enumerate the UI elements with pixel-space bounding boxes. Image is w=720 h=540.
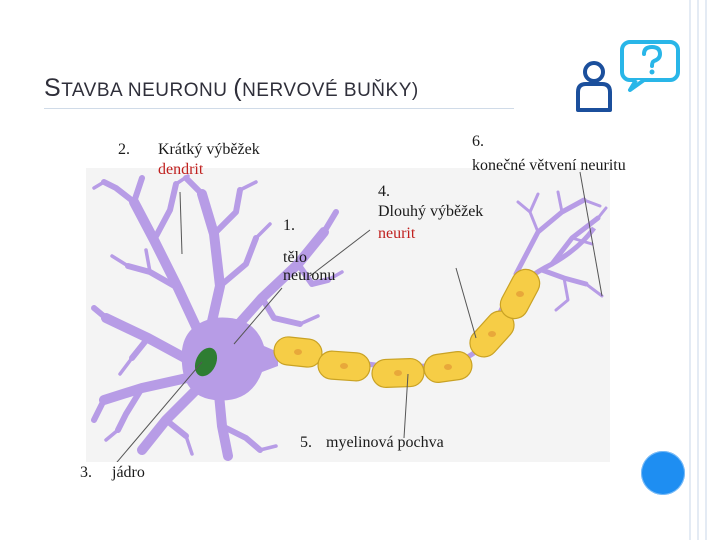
label-axon-title: Dlouhý výběžek	[378, 203, 484, 220]
label-number-6: 6.	[472, 133, 484, 150]
label-number-4: 4.	[378, 183, 390, 200]
title-underline	[44, 108, 514, 109]
neuron-diagram	[86, 168, 610, 462]
nucleus	[194, 347, 218, 377]
label-number-5: 5.	[300, 434, 312, 451]
label-axon-name: neurit	[378, 225, 416, 242]
title-cap-1: S	[44, 74, 62, 102]
leader-lines	[116, 171, 603, 462]
label-dendrite-name: dendrit	[158, 161, 204, 178]
title-cap-2: (	[233, 74, 243, 102]
label-number-1: 1.	[283, 217, 295, 234]
label-nucleus: jádro	[112, 464, 145, 481]
person-question-icon	[576, 40, 680, 112]
label-body-line2: neuronu	[283, 267, 336, 284]
label-myelin: myelinová pochva	[326, 434, 444, 451]
slide-frame-lines	[689, 0, 707, 540]
label-dendrite-title: Krátký výběžek	[158, 141, 260, 158]
title-part-2: NERVOVÉ BUŇKY)	[242, 80, 419, 101]
cell-body	[181, 317, 278, 401]
label-number-3: 3.	[80, 464, 92, 481]
label-terminal: konečné větvení neuritu	[472, 157, 626, 174]
label-number-2: 2.	[118, 141, 130, 158]
slide-title: STAVBA NEURONU (NERVOVÉ BUŇKY)	[44, 74, 419, 103]
decorative-blue-circle	[641, 451, 685, 495]
title-part-1: TAVBA NEURONU	[61, 80, 234, 101]
label-body-line1: tělo	[283, 249, 307, 266]
